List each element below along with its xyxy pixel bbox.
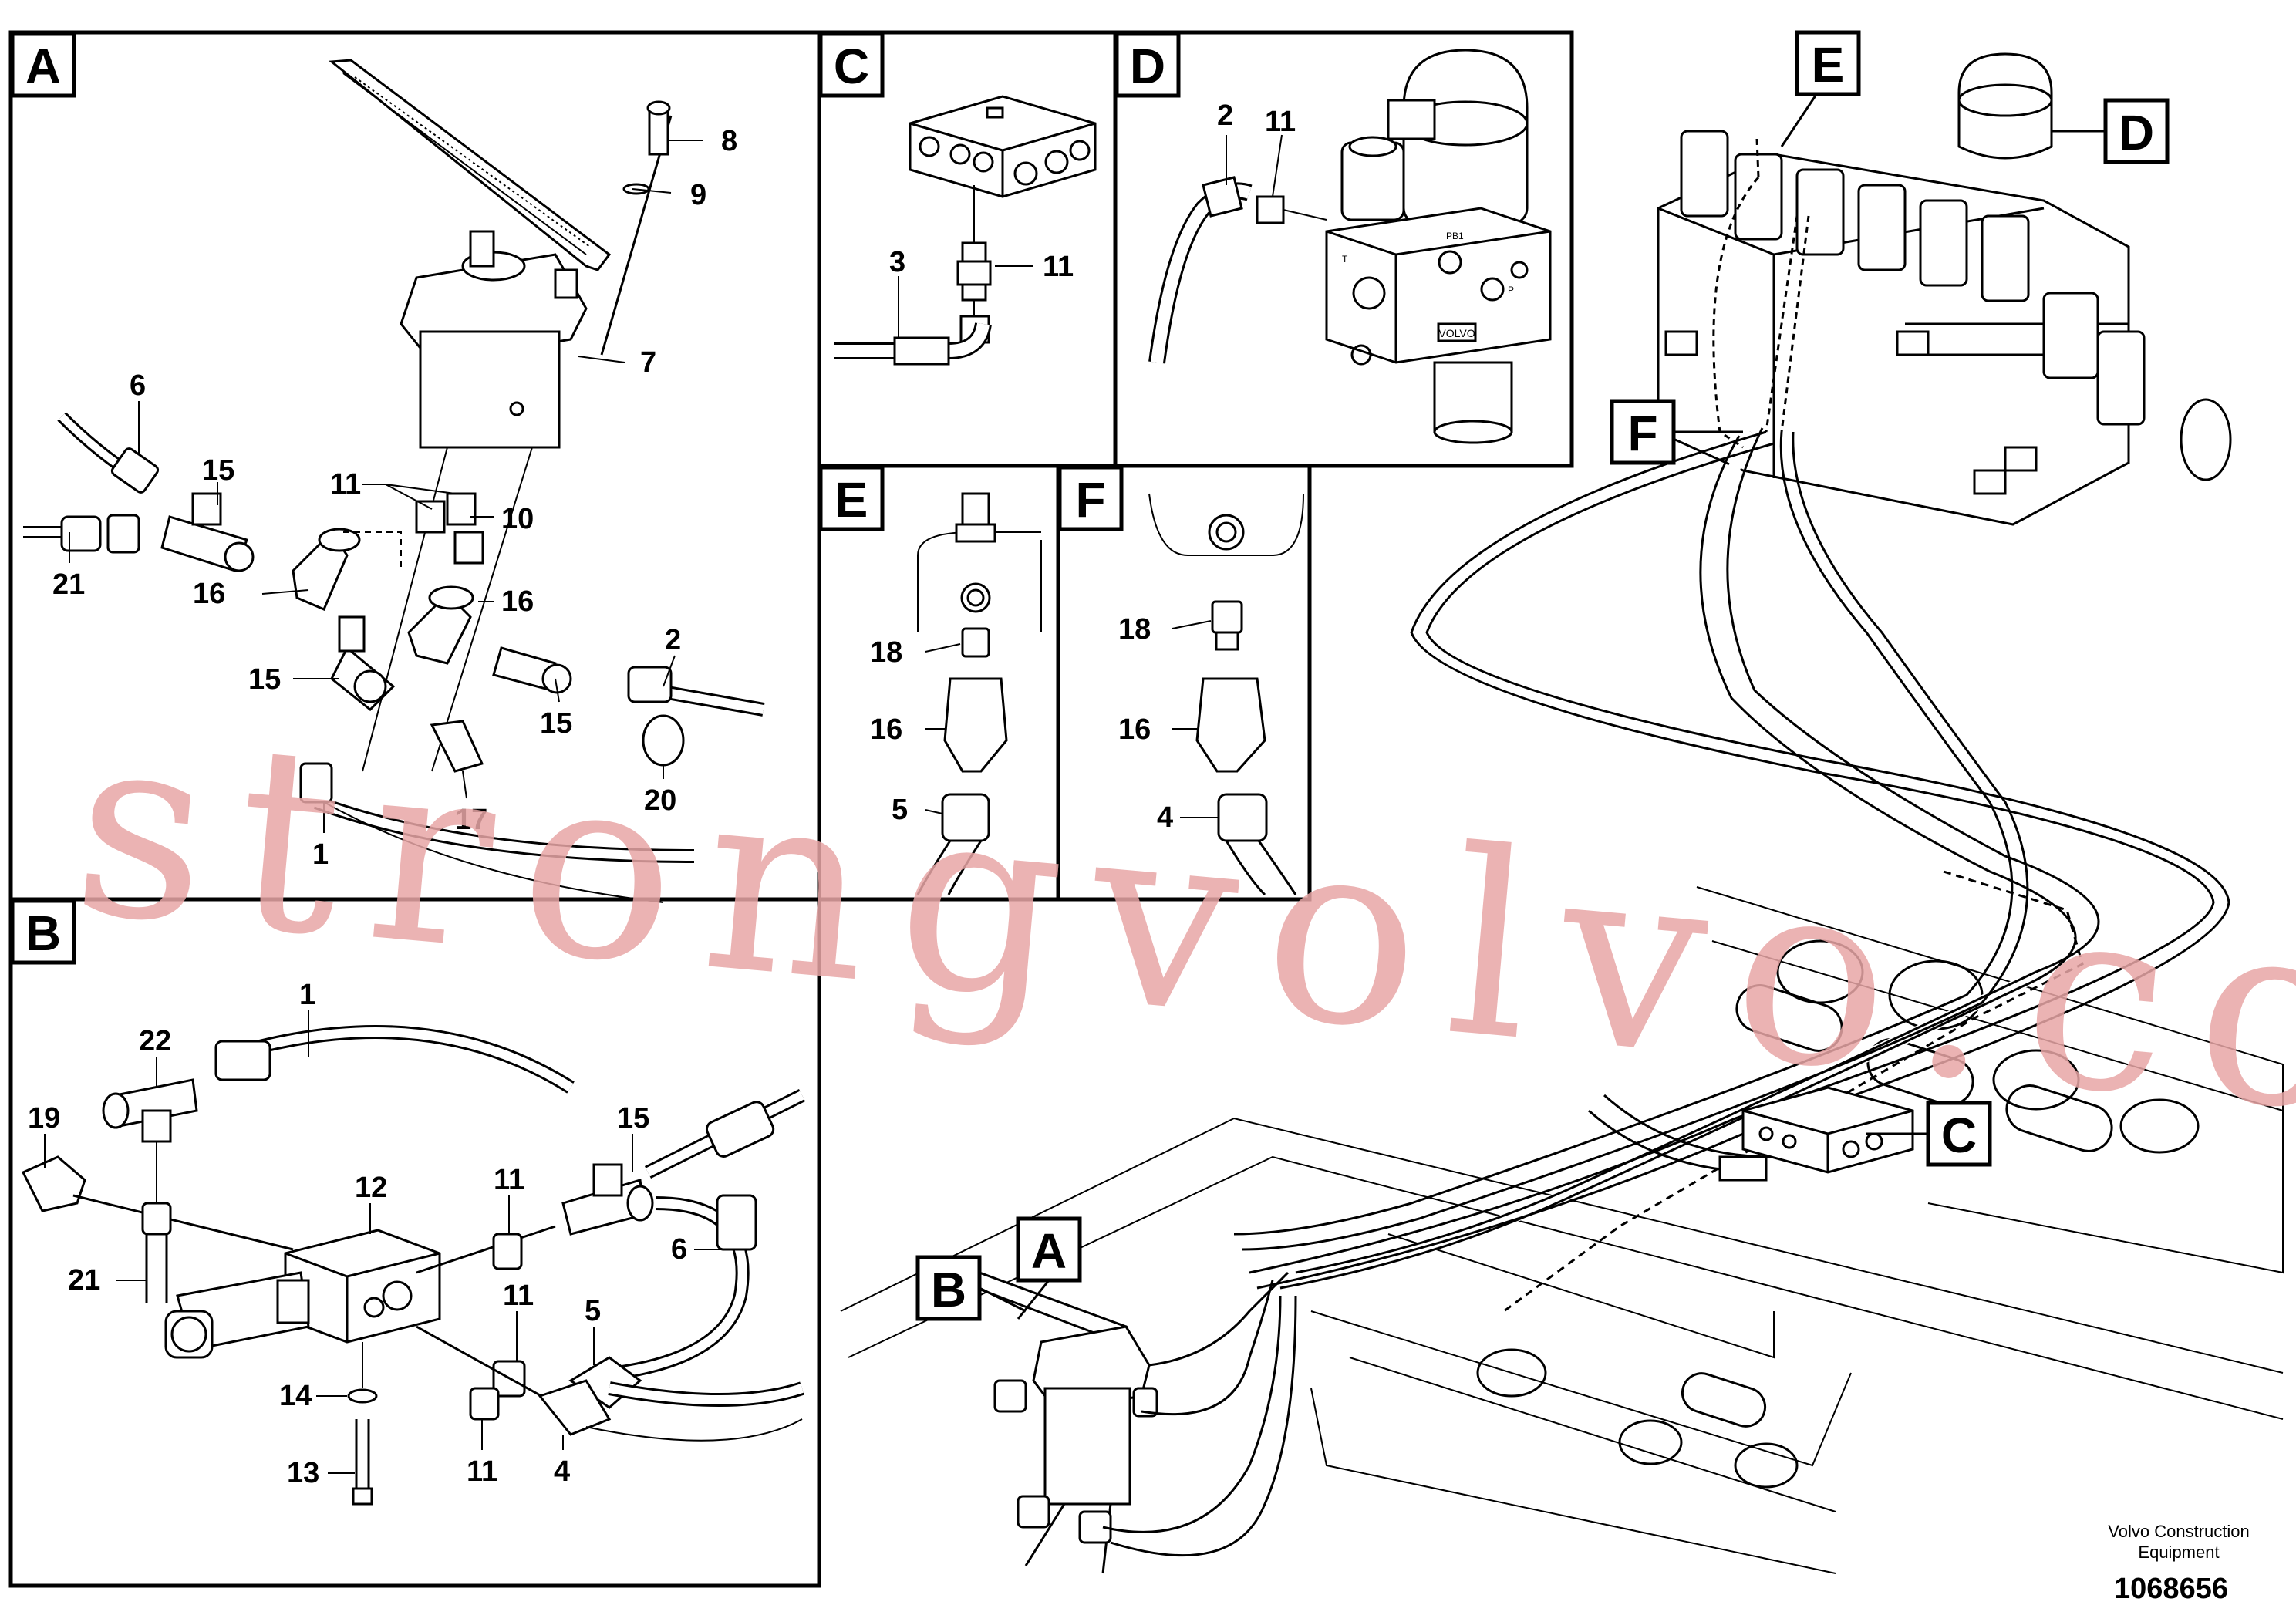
- tag-box-c: C: [1926, 1101, 1992, 1167]
- callout: 15: [248, 663, 281, 696]
- callout: 3: [889, 246, 905, 278]
- callout: 9: [690, 179, 706, 211]
- svg-text:PB1: PB1: [1446, 231, 1464, 241]
- svg-text:C: C: [1941, 1108, 1977, 1163]
- footer-company-line2: Equipment: [2138, 1543, 2219, 1562]
- callout: 11: [503, 1280, 534, 1312]
- callout: 2: [665, 624, 681, 656]
- callout: 5: [585, 1295, 601, 1327]
- callout: 11: [330, 468, 361, 501]
- svg-text:B: B: [931, 1262, 966, 1317]
- svg-text:E: E: [1812, 37, 1845, 93]
- callout: 2: [1217, 99, 1233, 132]
- svg-text:F: F: [1075, 472, 1105, 528]
- panel-a-drawing: [23, 59, 765, 903]
- callout: 16: [1118, 713, 1151, 746]
- watermark: strongvolvo.com: [64, 675, 2296, 1195]
- callout: 6: [130, 369, 146, 402]
- callout: 15: [540, 707, 572, 740]
- callout: 21: [68, 1264, 100, 1297]
- panel-e-drawing: [916, 492, 1042, 895]
- tag-box-d: D: [2103, 98, 2170, 164]
- callout: 21: [52, 568, 85, 601]
- callout: 4: [554, 1455, 570, 1488]
- callout: 20: [644, 784, 676, 817]
- tag-box-e: E: [1795, 30, 1861, 96]
- tag-box-b: B: [915, 1255, 982, 1321]
- callout: 15: [617, 1102, 649, 1135]
- panel-c-drawing: [834, 95, 1097, 366]
- callout: 18: [1118, 613, 1151, 646]
- callout-leaders: [44, 134, 1283, 1474]
- panel-letter-e: E: [818, 465, 885, 531]
- panel-frames: [8, 30, 1574, 1588]
- svg-text:T: T: [1342, 254, 1348, 265]
- svg-text:VOLVO: VOLVO: [1438, 327, 1475, 339]
- callout: 16: [870, 713, 902, 746]
- panel-letter-b: B: [10, 899, 76, 965]
- callouts-panel-f: 18 16 4: [1118, 613, 1173, 834]
- panel-letter-d: D: [1114, 32, 1181, 98]
- callout: 16: [193, 578, 225, 610]
- callout: 6: [671, 1233, 687, 1266]
- svg-text:D: D: [1130, 39, 1165, 94]
- callout: 5: [892, 794, 908, 826]
- panel-b-drawing: [21, 1025, 806, 1506]
- callout: 17: [455, 804, 487, 836]
- svg-text:B: B: [25, 905, 61, 961]
- footer-drawing-number: 1068656: [2114, 1573, 2228, 1605]
- callouts-panel-a: 8 9 7 6 15 11 10 21 16 16 2 15 15 17 20 …: [52, 125, 737, 871]
- callout: 12: [355, 1172, 387, 1204]
- callout: 15: [202, 454, 234, 487]
- tag-box-a: A: [1016, 1216, 1082, 1283]
- svg-text:C: C: [834, 39, 869, 94]
- panel-letter-f: F: [1057, 465, 1124, 531]
- callouts-panel-b: 1 22 19 15 11 12 6 21 11 5 14 11 4 13: [28, 979, 687, 1489]
- callout: 18: [870, 636, 902, 669]
- footer: Volvo Construction Equipment 1068656: [2108, 1522, 2249, 1605]
- callout: 11: [1265, 106, 1296, 138]
- svg-text:D: D: [2119, 105, 2154, 160]
- panel-d-drawing: VOLVO PB1 T P: [1148, 49, 1552, 444]
- callouts-panel-c: 3 11: [889, 246, 1074, 283]
- callout: 16: [501, 585, 534, 618]
- callout: 13: [287, 1457, 319, 1489]
- footer-company: Volvo Construction: [2108, 1522, 2249, 1541]
- callout: 1: [312, 838, 329, 871]
- callout: 11: [1043, 251, 1074, 283]
- callouts-panel-e: 18 16 5: [870, 636, 908, 826]
- callout: 19: [28, 1102, 60, 1135]
- callout: 11: [494, 1164, 524, 1196]
- callout: 4: [1157, 801, 1173, 834]
- panel-f-drawing: [1148, 493, 1304, 896]
- panel-letter-a: A: [10, 32, 76, 98]
- svg-text:E: E: [835, 472, 868, 528]
- callout: 22: [139, 1025, 171, 1057]
- callout: 11: [467, 1455, 497, 1488]
- callout: 1: [299, 979, 315, 1011]
- callout: 8: [721, 125, 737, 157]
- callout: 14: [279, 1380, 312, 1412]
- svg-text:F: F: [1627, 406, 1657, 461]
- svg-text:P: P: [1508, 285, 1514, 295]
- svg-text:A: A: [1031, 1223, 1067, 1279]
- panel-letter-c: C: [818, 32, 885, 98]
- callout: 7: [640, 346, 656, 379]
- main-view-drawing: [840, 52, 2284, 1574]
- svg-text:A: A: [25, 39, 61, 94]
- callout: 10: [501, 503, 534, 535]
- tag-box-f: F: [1610, 399, 1676, 465]
- callouts-panel-d: 2 11: [1217, 99, 1296, 138]
